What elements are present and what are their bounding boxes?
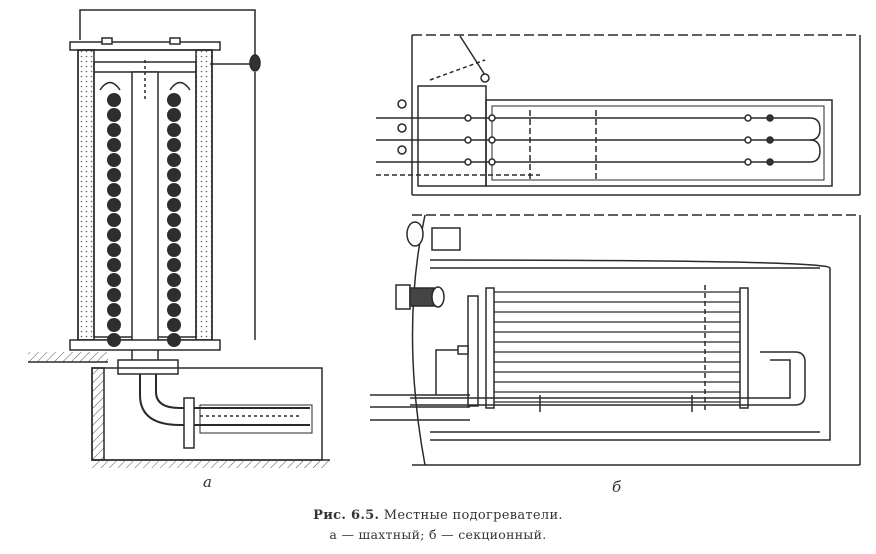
figure-caption: Рис. 6.5. Местные подогреватели. [0,508,876,523]
figure-number: Рис. 6.5. [313,508,380,523]
technical-drawing [28,9,861,468]
figure-title: Местные подогреватели. [383,508,563,523]
shaft-heater-drawing [28,9,330,468]
heating-coil-turns [107,93,181,347]
sectional-heater-section-view [370,214,861,466]
figure-subcaption: а — шахтный; б — секционный. [329,527,547,542]
subfigure-label-a: а [203,473,212,491]
sectional-heater-plan-view [376,34,861,196]
subfigure-label-b: б [612,478,622,496]
